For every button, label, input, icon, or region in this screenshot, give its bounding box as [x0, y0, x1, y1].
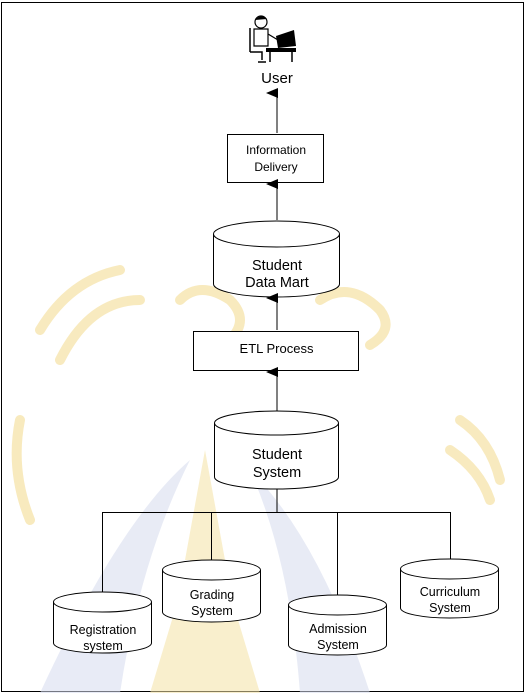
user-computer-icon [249, 15, 296, 63]
student-system-label: Student System [252, 447, 302, 482]
admission-system-cylinder [288, 594, 387, 656]
registration-system-cylinder [53, 591, 152, 654]
student-data-mart-label: Student Data Mart [245, 258, 309, 292]
grading-system-label: Grading System [189, 588, 235, 618]
information-delivery-box [227, 134, 324, 183]
information-delivery-label: Information Delivery [245, 143, 307, 174]
student-system-cylinder [214, 410, 339, 490]
registration-system-label: Registration system [69, 623, 137, 653]
source-connectors [102, 489, 451, 596]
grading-system-cylinder [162, 559, 261, 623]
etl-process-box [193, 331, 359, 371]
etl-process-label: ETL Process [239, 341, 314, 356]
student-data-mart-cylinder [213, 220, 340, 298]
curriculum-system-label: Curriculum System [419, 585, 481, 615]
user-label: User [261, 70, 293, 87]
curriculum-system-cylinder [400, 558, 499, 619]
admission-system-label: Admission System [309, 622, 367, 652]
